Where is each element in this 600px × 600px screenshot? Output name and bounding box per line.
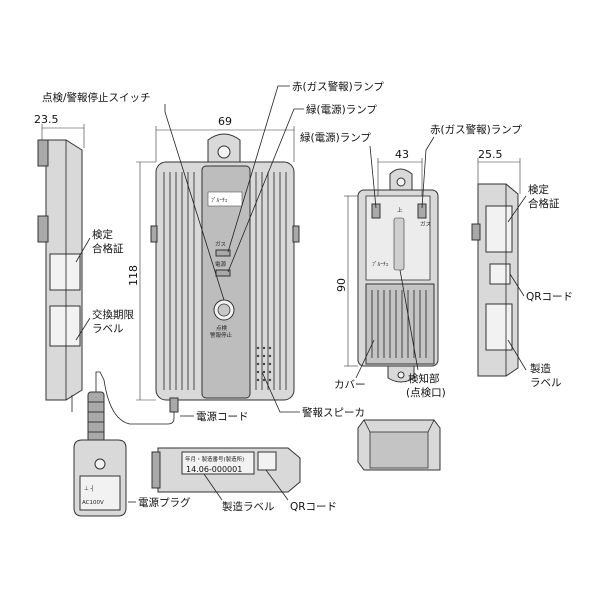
cover-grille — [371, 290, 427, 358]
right-qr-code — [489, 263, 511, 285]
label-green-lamp-top: 緑(電源)ランプ — [306, 103, 377, 116]
dim-front-height-value: 118 — [127, 265, 140, 286]
label-cert-left-1: 検定 — [92, 228, 113, 241]
cord-strain-relief — [87, 391, 105, 443]
dim-right-depth-value: 25.5 — [478, 148, 503, 161]
label-mfg-right-1: 製造 — [530, 362, 551, 375]
bottom-qr-code — [257, 451, 277, 471]
front-green-lamp — [215, 269, 231, 277]
label-exchange-2: ラベル — [92, 323, 124, 335]
svg-text:上: 上 — [397, 206, 403, 214]
power-plug: ⊥ ┤ AC100V — [73, 439, 127, 517]
bottom-label-serial: 14.06-000001 — [186, 465, 242, 474]
front-gas-text: ガス — [215, 240, 226, 248]
front-logo — [207, 191, 243, 207]
svg-text:ﾌﾞﾙｰﾁｪ: ﾌﾞﾙｰﾁｪ — [372, 261, 389, 268]
bottom-view: 年月・製造番号(製造所) 14.06-000001 — [151, 447, 301, 493]
label-cert-right-1: 検定 — [528, 183, 549, 196]
label-cert-left-2: 合格証 — [92, 242, 124, 255]
dim-left-depth-value: 23.5 — [34, 113, 59, 126]
dim-open-height-value: 90 — [335, 278, 348, 292]
dim-front-width: 69 — [155, 115, 295, 162]
svg-text:ﾌﾞﾙｰﾁｪ: ﾌﾞﾙｰﾁｪ — [211, 197, 228, 204]
speaker-grille — [256, 346, 272, 382]
dim-left-depth: 23.5 — [34, 113, 85, 148]
label-sensor-1: 検知部 — [408, 372, 440, 385]
open-view: 上 ガス ﾌﾞﾙｰﾁｪ — [357, 168, 439, 383]
cover-part — [357, 419, 441, 471]
dim-open-width: 43 — [377, 148, 423, 196]
switch-text-1: 点検 — [216, 324, 228, 332]
left-side-view — [37, 139, 83, 412]
dim-front-width-value: 69 — [218, 115, 232, 128]
label-cert-right-2: 合格証 — [528, 197, 560, 210]
dim-right-depth: 25.5 — [477, 148, 521, 194]
front-power-text: 電源 — [215, 260, 227, 268]
switch-text-2: 警報停止 — [210, 331, 233, 339]
label-power-plug: 電源プラグ — [138, 496, 191, 509]
svg-text:⊥ ┤: ⊥ ┤ — [84, 484, 94, 492]
power-cord — [95, 371, 175, 425]
label-qr-right: QRコード — [526, 291, 573, 303]
label-mfg-bottom: 製造ラベル — [222, 500, 275, 513]
label-power-cord: 電源コード — [196, 410, 249, 423]
label-red-lamp-mid: 赤(ガス警報)ランプ — [430, 123, 522, 136]
right-side-view — [471, 183, 519, 377]
label-sensor-2: (点検口) — [406, 386, 446, 399]
dim-open-height: 90 — [335, 195, 358, 367]
label-mfg-right-2: ラベル — [530, 377, 562, 389]
front-red-lamp — [215, 249, 231, 257]
label-green-lamp-mid: 緑(電源)ランプ — [300, 131, 371, 144]
dim-open-width-value: 43 — [395, 148, 409, 161]
left-grooves — [163, 172, 195, 390]
label-alarm-speaker: 警報スピーカ — [302, 406, 365, 419]
open-gas-text: ガス — [420, 220, 431, 228]
label-red-lamp-top: 赤(ガス警報)ランプ — [292, 80, 384, 93]
bottom-label-line1: 年月・製造番号(製造所) — [185, 455, 244, 463]
dim-front-height: 118 — [127, 161, 156, 401]
label-inspection-switch: 点検/警報停止スイッチ — [42, 91, 151, 104]
label-qr-bottom: QRコード — [290, 501, 337, 513]
plug-text: AC100V — [82, 500, 104, 506]
right-grooves — [255, 172, 287, 390]
label-exchange-1: 交換期限 — [92, 308, 134, 321]
front-view: ﾌﾞﾙｰﾁｪ ガス 電源 点検 警報停止 — [150, 133, 300, 413]
label-cover: カバー — [334, 379, 366, 391]
